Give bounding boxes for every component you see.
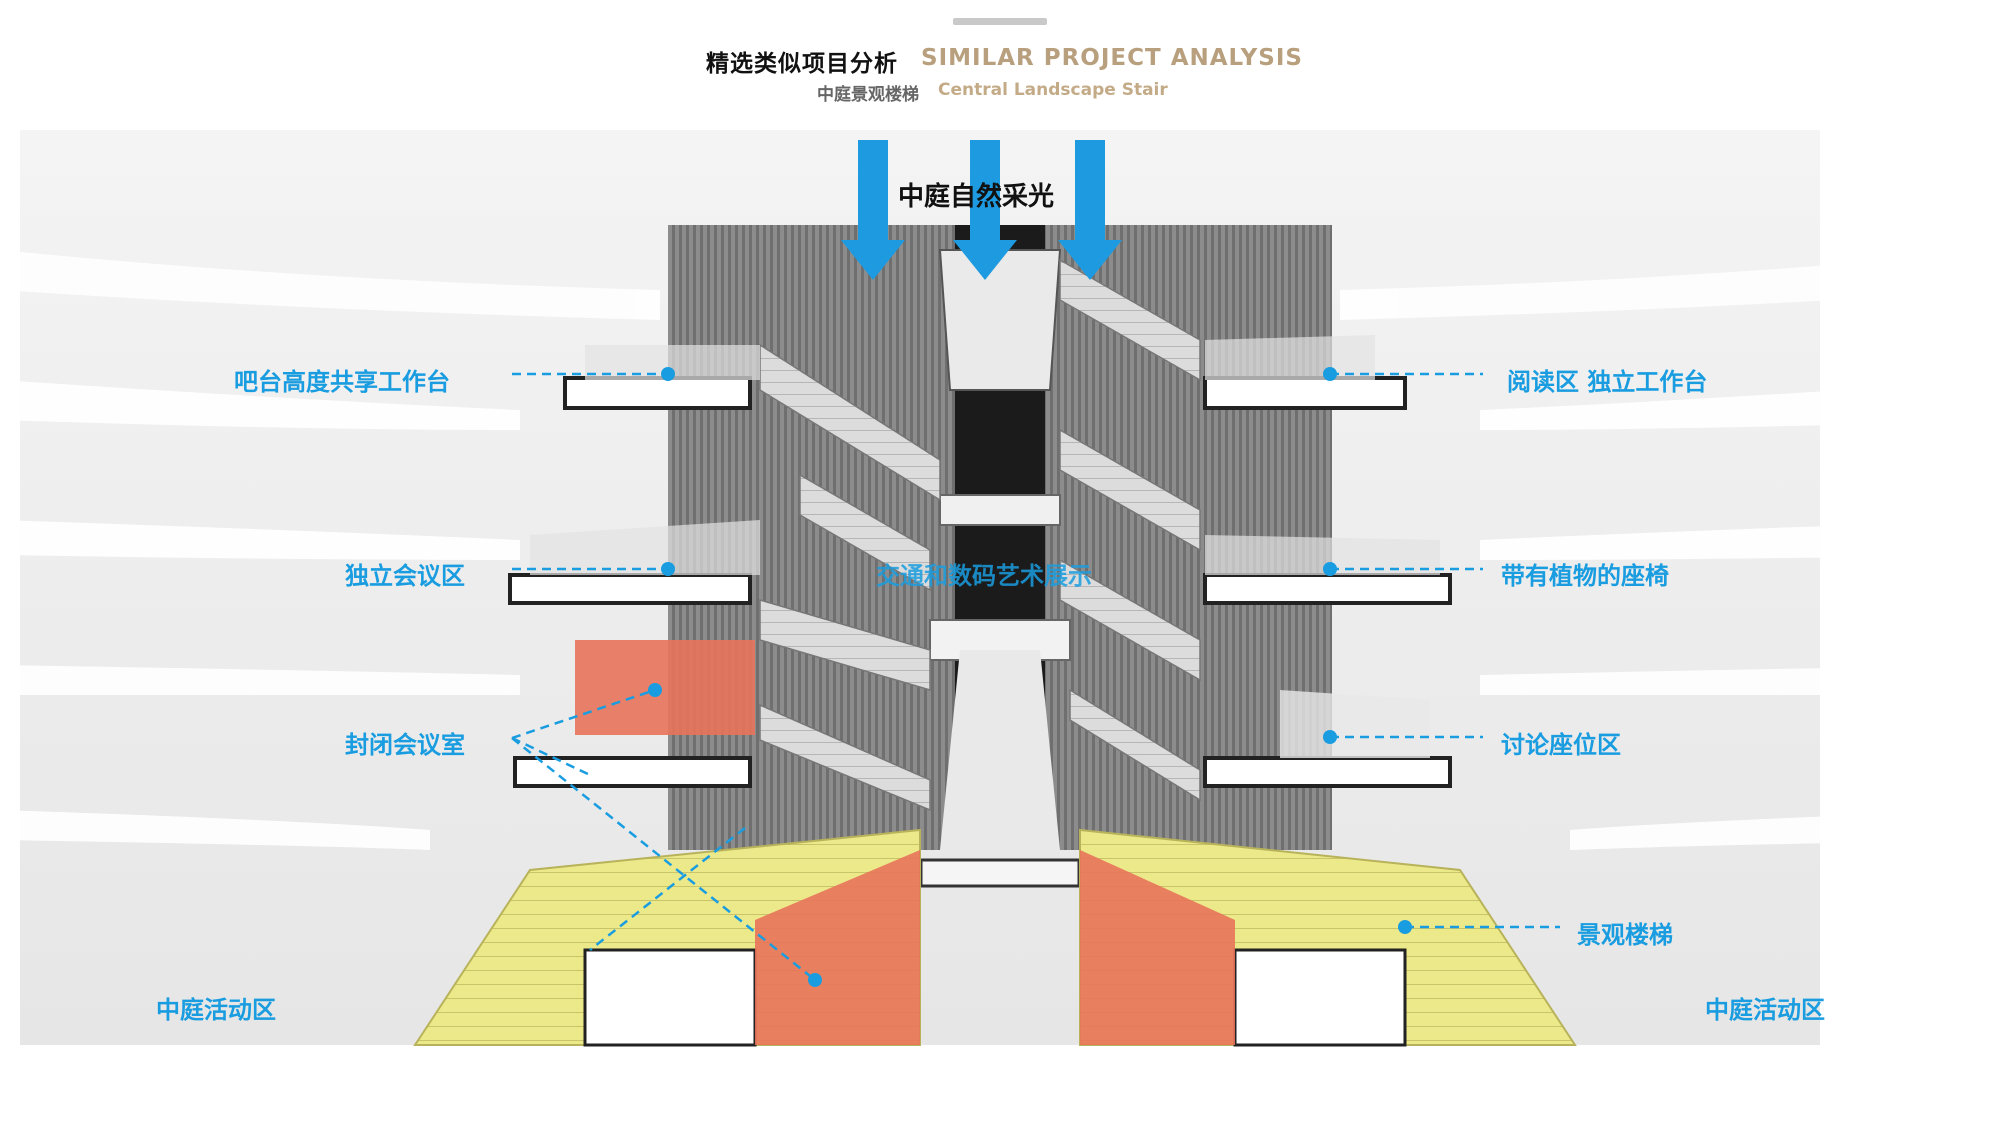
lower-meeting-room-left <box>755 850 920 1045</box>
atrium-section-diagram <box>0 130 2000 1047</box>
page-title-cn: 精选类似项目分析 <box>706 51 898 77</box>
page-subtitle-cn: 中庭景观楼梯 <box>817 85 919 105</box>
top-accent-bar <box>953 18 1047 25</box>
daylight-arrows <box>841 140 1122 280</box>
label-bar-worktable: 吧台高度共享工作台 <box>234 368 450 396</box>
central-landing <box>919 858 1081 888</box>
arrow-down-icon <box>953 140 1017 280</box>
arrow-down-icon <box>1058 140 1122 280</box>
central-bridge-top <box>938 249 1062 391</box>
page-title-en: SIMILAR PROJECT ANALYSIS <box>921 45 1303 71</box>
label-meeting-area: 独立会议区 <box>345 562 465 590</box>
background-curved-floors <box>0 250 2000 850</box>
label-enclosed-meeting-room: 封闭会议室 <box>345 731 465 759</box>
label-atrium-activity-right: 中庭活动区 <box>1705 996 1825 1024</box>
leader-dots <box>648 367 1412 987</box>
label-discussion-seating: 讨论座位区 <box>1501 731 1621 759</box>
page-subtitle-en: Central Landscape Stair <box>938 80 1168 100</box>
label-reading-area: 阅读区 独立工作台 <box>1507 368 1708 396</box>
lower-meeting-room-right <box>1080 850 1235 1045</box>
label-atrium-activity-left: 中庭活动区 <box>156 996 276 1024</box>
daylight-label: 中庭自然采光 <box>898 182 1055 212</box>
lower-room-left <box>583 948 757 1047</box>
switchback-stairs <box>759 258 1201 812</box>
leader-lines <box>511 372 1560 981</box>
central-walkway <box>940 650 1060 850</box>
lower-room-right <box>1233 948 1407 1047</box>
enclosed-meeting-room <box>575 640 755 735</box>
center-label: 交通和数码艺术展示 <box>876 562 1092 590</box>
label-plant-seating: 带有植物的座椅 <box>1501 562 1669 590</box>
left-floor-slabs <box>508 345 760 788</box>
label-landscape-stair: 景观楼梯 <box>1577 921 1673 949</box>
central-bridge-mid <box>939 494 1061 526</box>
arrow-down-icon <box>841 140 905 280</box>
